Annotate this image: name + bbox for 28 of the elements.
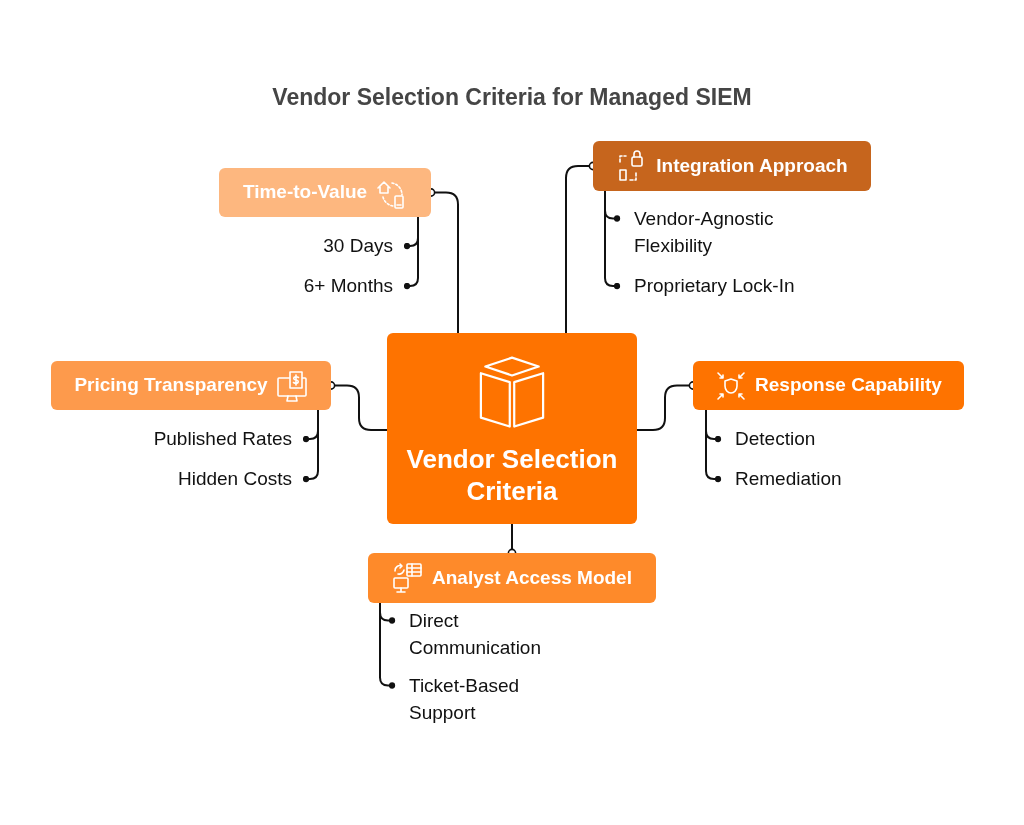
diagram-title: Vendor Selection Criteria for Managed SIEM [271, 83, 753, 112]
item-label: Detection [735, 427, 817, 451]
branch-line [302, 409, 319, 483]
category-box [593, 141, 871, 191]
branch-line [604, 190, 621, 290]
category-label: Response Capability [755, 373, 942, 398]
category-label: Analyst Access Model [432, 565, 632, 590]
category-label: Time-to-Value [242, 180, 368, 205]
branch-line [403, 216, 419, 290]
category-box [368, 553, 656, 603]
item-label: Published Rates [152, 427, 292, 451]
item-label: Proprietary Lock-In [634, 274, 796, 298]
category-label: Integration Approach [656, 153, 848, 178]
category-label: Pricing Transparency [74, 373, 268, 398]
item-label: Hidden Costs [176, 467, 292, 491]
item-label: 6+ Months [302, 274, 393, 298]
category-box [51, 361, 331, 410]
item-label: 30 Days [322, 234, 393, 258]
item-label: Direct Communication [409, 609, 542, 660]
branch-line [379, 602, 396, 689]
central-title: Vendor Selection Criteria [405, 442, 619, 507]
item-label: Vendor-Agnostic Flexibility [634, 207, 775, 258]
branch-line [705, 409, 722, 483]
item-label: Ticket-Based Support [409, 674, 521, 725]
category-box [693, 361, 964, 410]
central-box [387, 333, 637, 524]
category-box [219, 168, 431, 217]
item-label: Remediation [735, 467, 843, 491]
